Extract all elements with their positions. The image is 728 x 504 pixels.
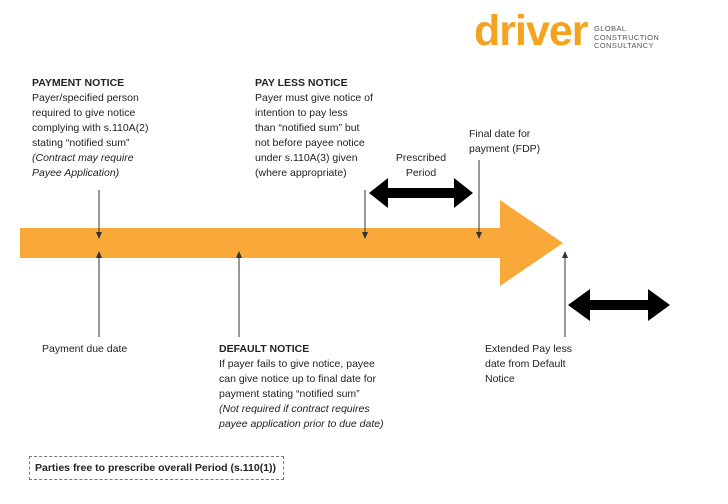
prescribed-period-line: Prescribed bbox=[395, 152, 447, 164]
pay-less-notice-line: under s.110A(3) given bbox=[255, 152, 358, 164]
logo-tagline-line: CONSTRUCTION bbox=[594, 32, 660, 42]
default-notice-line: (Not required if contract requires bbox=[219, 403, 370, 415]
final-date-line: payment (FDP) bbox=[469, 143, 541, 155]
summary-note: Parties free to prescribe overall Period… bbox=[29, 456, 284, 480]
pay-less-notice-line: Payer must give notice of bbox=[255, 92, 373, 104]
extended-pay-less-line: date from Default bbox=[485, 358, 566, 370]
payment-notice-block: PAYMENT NOTICE Payer/specified person re… bbox=[32, 76, 232, 181]
final-date-line: Final date for bbox=[469, 128, 531, 140]
payment-notice-line: required to give notice bbox=[32, 107, 136, 119]
payment-notice-line: Payer/specified person bbox=[32, 92, 139, 104]
pay-less-notice-title: PAY LESS NOTICE bbox=[255, 77, 348, 89]
extended-pay-less-line: Notice bbox=[485, 373, 515, 385]
prescribed-period-label: Prescribed Period bbox=[385, 151, 457, 181]
payment-notice-line: (Contract may require bbox=[32, 152, 134, 164]
pay-less-notice-line: not before payee notice bbox=[255, 137, 365, 149]
logo-tagline-line: GLOBAL bbox=[594, 24, 627, 33]
timeline-arrow bbox=[20, 200, 563, 286]
final-date-label: Final date for payment (FDP) bbox=[469, 127, 589, 157]
prescribed-period-arrow bbox=[369, 178, 473, 208]
logo-wordmark: driver bbox=[474, 7, 589, 55]
pay-less-notice-line: intention to pay less bbox=[255, 107, 348, 119]
default-notice-line: payment stating “notified sum” bbox=[219, 388, 360, 400]
logo-tagline: GLOBAL CONSTRUCTION CONSULTANCY bbox=[594, 24, 660, 51]
payment-notice-line: stating “notified sum” bbox=[32, 137, 130, 149]
extended-pay-less-block: Extended Pay less date from Default Noti… bbox=[485, 342, 605, 387]
default-notice-line: can give notice up to final date for bbox=[219, 373, 377, 385]
pay-less-notice-line: (where appropriate) bbox=[255, 167, 347, 179]
payment-notice-line: Payee Application) bbox=[32, 167, 120, 179]
default-notice-line: If payer fails to give notice, payee bbox=[219, 358, 375, 370]
default-notice-block: DEFAULT NOTICE If payer fails to give no… bbox=[219, 342, 449, 432]
default-notice-line: payee application prior to due date) bbox=[219, 418, 384, 430]
extended-period-arrow bbox=[568, 289, 670, 321]
logo-tagline-line: CONSULTANCY bbox=[594, 41, 654, 50]
pay-less-notice-line: than “notified sum” but bbox=[255, 122, 360, 134]
payment-due-date-label: Payment due date bbox=[42, 343, 128, 355]
extended-pay-less-line: Extended Pay less bbox=[485, 343, 572, 355]
prescribed-period-line: Period bbox=[405, 167, 437, 179]
payment-notice-title: PAYMENT NOTICE bbox=[32, 77, 125, 89]
payment-notice-line: complying with s.110A(2) bbox=[32, 122, 149, 134]
pay-less-notice-block: PAY LESS NOTICE Payer must give notice o… bbox=[255, 76, 415, 181]
default-notice-title: DEFAULT NOTICE bbox=[219, 343, 310, 355]
